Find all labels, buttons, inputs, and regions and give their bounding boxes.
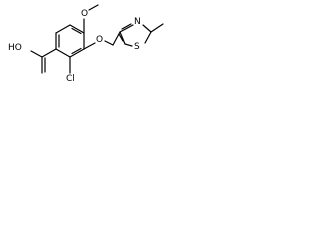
ether-linker: O	[83, 31, 121, 50]
methoxy-oxygen-label: O	[81, 9, 88, 19]
bond-s1-c5	[124, 43, 133, 47]
bond-c4-n3	[119, 24, 134, 33]
bond-ring-carbonyl	[41, 48, 57, 58]
ether-oxygen-label: O	[96, 35, 103, 45]
bond-carbonyl-oh	[30, 50, 43, 58]
double-bond-c2-c3	[71, 27, 82, 35]
methoxy-group: O	[81, 4, 99, 34]
bond-ether-o-ch2	[104, 40, 114, 46]
bond-c5-c4	[119, 31, 126, 45]
thiazole-ring: N S	[118, 17, 164, 52]
chlorine-label: Cl	[66, 74, 75, 84]
thiazole-nitrogen-label: N	[134, 17, 141, 27]
bond-ring-ether-o	[83, 42, 96, 50]
thiazole-sulfur-label: S	[134, 42, 140, 52]
chloro-substituent: Cl	[66, 56, 75, 84]
carboxylic-acid-group: HO	[8, 43, 57, 74]
hydroxyl-label: HO	[8, 43, 22, 53]
bond-c5-c4-double	[118, 33, 124, 42]
bond-c4-n3-double	[121, 23, 132, 30]
molecule-diagram: HO O Cl O N S	[8, 4, 164, 84]
bond-c5-c6	[55, 48, 71, 58]
bond-c4-c5	[69, 48, 85, 58]
bond-n3-c2	[142, 24, 152, 33]
bond-methoxy-o-ch3	[88, 4, 99, 11]
double-bond-c4-c5	[71, 47, 82, 55]
benzene-ring	[55, 24, 85, 58]
bond-c1-c2	[55, 24, 71, 34]
bond-c2-c3	[69, 24, 85, 34]
bond-c2-s1	[144, 31, 152, 44]
bond-c2-methyl	[150, 23, 164, 33]
